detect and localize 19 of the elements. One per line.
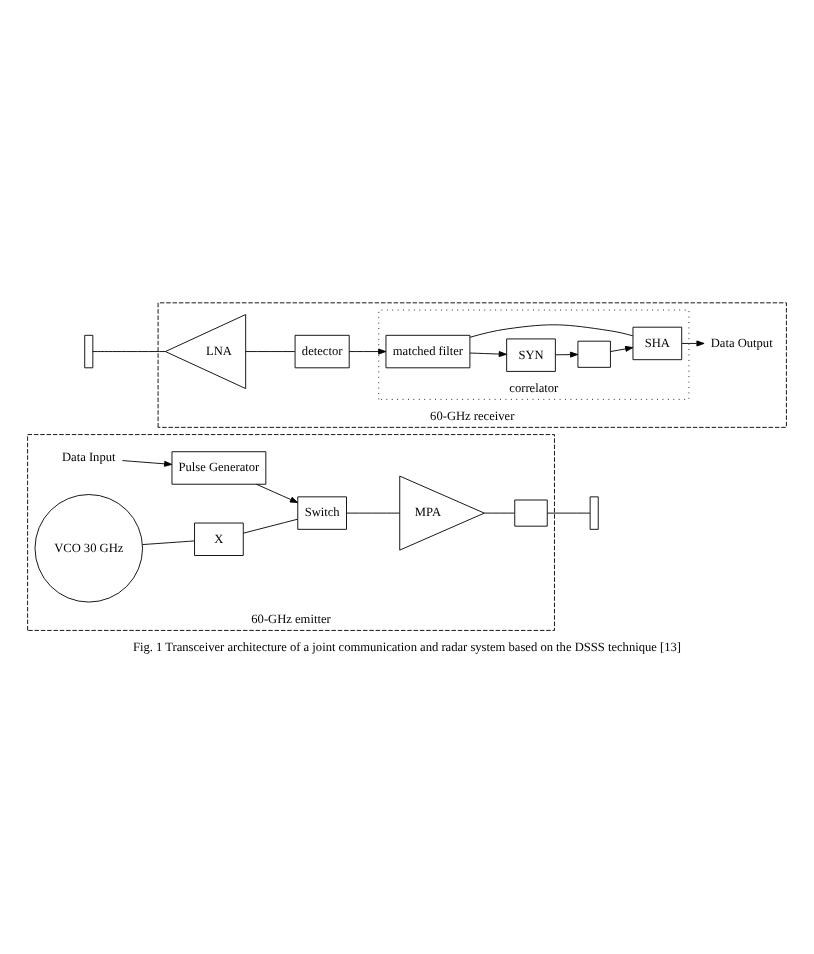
connector	[92, 351, 166, 352]
node-bar	[84, 334, 94, 369]
connector	[242, 518, 298, 534]
arrow	[681, 340, 705, 347]
connector	[483, 512, 515, 514]
connector	[245, 351, 296, 352]
arrow	[469, 351, 507, 358]
connector	[142, 540, 195, 546]
arrow	[555, 351, 579, 358]
connector	[546, 512, 591, 514]
arrow	[348, 348, 387, 355]
node-box	[514, 499, 548, 527]
node-bar	[589, 496, 599, 530]
arrow	[121, 460, 173, 467]
arrow	[255, 483, 299, 504]
connector	[346, 512, 400, 514]
node-box	[577, 340, 611, 368]
connector	[469, 324, 634, 338]
arrow	[610, 345, 634, 352]
